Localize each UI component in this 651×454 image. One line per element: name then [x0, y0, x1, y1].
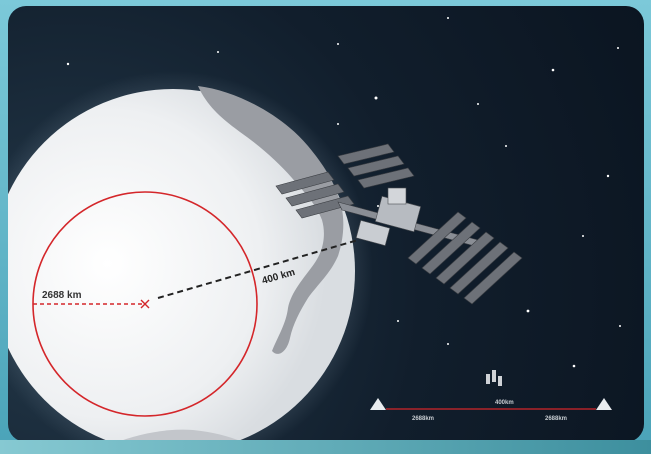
illustration: 2688 km 400 km — [8, 17, 621, 442]
solar-array-upper — [275, 143, 415, 219]
landmass-south — [118, 429, 243, 442]
left-mountain-icon — [370, 398, 386, 410]
center-cross — [140, 299, 150, 309]
earth — [8, 89, 355, 442]
space-panel: 2688 km 400 km — [8, 6, 644, 442]
distance-line — [157, 239, 359, 299]
stars — [66, 17, 621, 368]
small-iss-icon — [486, 370, 502, 386]
solar-array-lower — [407, 211, 523, 305]
bottom-strip — [0, 440, 651, 454]
landmass-east — [198, 86, 344, 354]
radius-label: 2688 km — [42, 290, 82, 301]
scale-bar: 2688km 400km 2688km — [370, 398, 612, 422]
right-mountain-icon — [596, 398, 612, 410]
scale-left-label: 2688km — [412, 416, 434, 422]
scale-right-label: 2688km — [545, 416, 567, 422]
iss-station — [275, 143, 523, 305]
scale-mid-label: 400km — [495, 400, 514, 406]
